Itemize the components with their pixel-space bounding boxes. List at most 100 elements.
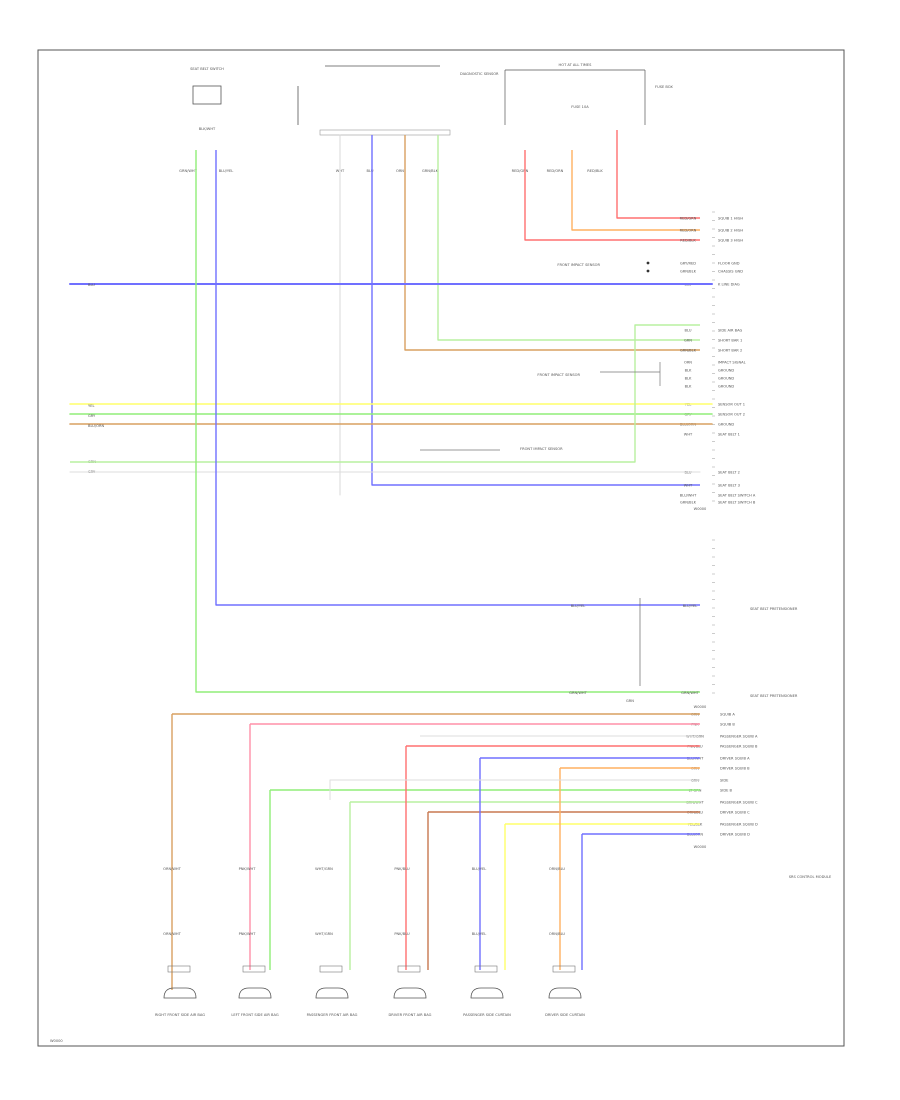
- connector-wire-label-3: RED/BLK: [680, 239, 696, 243]
- switch-wire-left-label: GRN/WHT: [179, 169, 197, 173]
- air-bag-module-3: [393, 987, 427, 999]
- air-bag-module-1: [238, 987, 272, 999]
- air-bag-module-2: [315, 987, 349, 999]
- fuse-label: FUSE 10A: [571, 105, 589, 109]
- wire-red-grn: [524, 150, 700, 241]
- connector-pin-label-3: SQUIB 3 HIGH: [718, 239, 743, 243]
- bus-pin-label-5: DRIVER SQUIB A: [720, 757, 750, 761]
- connector-pin-label-18: SEAT BELT 2: [718, 471, 740, 475]
- connector-wire-label-12: BLK: [685, 377, 692, 381]
- component-connector-0: [167, 965, 191, 973]
- component-name-3: DRIVER FRONT AIR BAG: [389, 1013, 432, 1017]
- ground-dot-1: [646, 261, 650, 265]
- connector-wire-label-7: BLU: [685, 329, 692, 333]
- component-mid-label-2: WHT/GRN: [315, 932, 333, 936]
- wire-blu-yel: [215, 150, 700, 606]
- component-top-label-1: PNK/WHT: [239, 867, 257, 871]
- component-name-0: RIGHT FRONT SIDE AIR BAG: [155, 1013, 205, 1017]
- blu-yel-mid-label: BLU/YEL: [571, 604, 586, 608]
- air-bag-module-5: [548, 987, 582, 999]
- connector-wire-label-11: BLK: [685, 369, 692, 373]
- bus-pin-label-4: PASSENGER SQUIB B: [720, 745, 758, 749]
- left-blu-label: BLU: [88, 283, 95, 287]
- bus-pin-label-8: SIDE B: [720, 789, 733, 793]
- fusebox-title: HOT AT ALL TIMES: [559, 63, 593, 67]
- connector-pin-label-20: SEAT BELT SWITCH A: [718, 494, 756, 498]
- bus-pin-label-7: SIDE: [720, 779, 729, 783]
- switch-pins-label: BLK/WHT: [199, 127, 216, 131]
- connector-pin-label-11: GROUND: [718, 369, 734, 373]
- right-wire-3-label: RED/BLK: [587, 169, 603, 173]
- connector-pin-label-1: SQUIB 1 HIGH: [718, 217, 743, 221]
- component-name-2: PASSENGER FRONT AIR BAG: [307, 1013, 358, 1017]
- bus-pin-label-2: SQUIB B: [720, 723, 735, 727]
- connector-pin-label-21: SEAT BELT SWITCH B: [718, 501, 756, 505]
- switch-wire-right-label: BLU/YEL: [219, 169, 234, 173]
- connector-pin-label-16: GROUND: [718, 423, 734, 427]
- wire-orn: [404, 135, 700, 351]
- connector-wire-label-4: GRY/RED: [680, 262, 696, 266]
- connector-ref-middle: W0000: [694, 705, 707, 709]
- component-top-label-2: WHT/GRN: [315, 867, 333, 871]
- module-connector: [319, 129, 451, 136]
- connector-wire-label-17: WHT: [684, 433, 693, 437]
- bus-pin-label-9: PASSENGER SQUIB C: [720, 801, 758, 805]
- connector-wire-label-13: BLK: [685, 385, 692, 389]
- connector-wire-label-1: RED/GRN: [680, 217, 697, 221]
- controller-label: SRS CONTROL MODULE: [789, 875, 832, 879]
- ground-dot-2: [646, 269, 650, 273]
- wire-grn-blk: [437, 135, 700, 341]
- footer-code: W0000: [50, 1039, 63, 1043]
- connector-pin-label-13: GROUND: [718, 385, 734, 389]
- component-top-label-5: ORN/BLU: [549, 867, 566, 871]
- grn-wht-right-label: GRN/WHT: [681, 691, 699, 695]
- left-label-3: BLU/ORN: [88, 424, 104, 428]
- connector-wire-label-10: ORN: [684, 361, 692, 365]
- wire-bus-11: [329, 779, 700, 800]
- connector-wire-label-20: BLU/WHT: [680, 494, 697, 498]
- connector-ref-upper: W0000: [694, 507, 707, 511]
- connector-wire-label-8: GRN: [684, 339, 692, 343]
- mid-wire-4-label: GRN/BLK: [422, 169, 439, 173]
- connector-ref-lower: W0000: [694, 845, 707, 849]
- connector-pin-label-14: SENSOR OUT 1: [718, 403, 745, 407]
- connector-pin-label-17: SEAT BELT 1: [718, 433, 740, 437]
- connector-pin-label-19: SEAT BELT 3: [718, 484, 740, 488]
- connector-pin-label-7: SIDE AIR BAG: [718, 329, 743, 333]
- bus-pin-label-1: SQUIB A: [720, 713, 735, 717]
- wire-blu: [371, 135, 700, 486]
- shield-label: GRN: [626, 699, 634, 703]
- mid-wire-2-label: BLU: [367, 169, 374, 173]
- module-title: DIAGNOSTIC SENSOR: [460, 72, 499, 76]
- connector-wire-label-19: WHT: [684, 484, 693, 488]
- component-connector-5: [552, 965, 576, 973]
- left-label-1: YEL: [88, 404, 94, 408]
- connector-pin-label-4: FLOOR GND: [718, 262, 740, 266]
- component-connector-1: [242, 965, 266, 973]
- component-mid-label-0: ORN/WHT: [163, 932, 181, 936]
- wire-red-orn: [571, 150, 700, 231]
- component-top-label-3: PNK/BLU: [394, 867, 410, 871]
- pretensioner-right-label-2: SEAT BELT PRETENSIONER: [750, 694, 798, 698]
- fusebox-label: FUSE BOX: [655, 85, 673, 89]
- connector-pin-label-5: CHASSIS GND: [718, 270, 743, 274]
- grn-wht-mid-label: GRN/WHT: [569, 691, 587, 695]
- connector-pin-label-6: K LINE DIAG: [718, 283, 740, 287]
- right-wire-1-label: RED/GRN: [512, 169, 529, 173]
- component-connector-4: [474, 965, 498, 973]
- front-sensor-label: FRONT IMPACT SENSOR: [537, 373, 580, 377]
- connector-pin-label-15: SENSOR OUT 2: [718, 413, 745, 417]
- connector-wire-label-9: GRN/BLK: [680, 349, 697, 353]
- component-mid-label-3: PNK/BLU: [394, 932, 410, 936]
- connector-pin-label-10: IMPACT SIGNAL: [718, 361, 746, 365]
- pretensioner-right-label: SEAT BELT PRETENSIONER: [750, 607, 798, 611]
- bus-pin-label-3: PASSENGER SQUIB A: [720, 735, 758, 739]
- connector-pin-label-8: SHORT BAR 1: [718, 339, 742, 343]
- component-connector-2: [319, 965, 343, 973]
- mid-wire-3-label: ORN: [396, 169, 404, 173]
- blu-yel-right-label: BLU/YEL: [683, 604, 698, 608]
- diagram-frame: [37, 49, 845, 1047]
- connector-pin-label-12: GROUND: [718, 377, 734, 381]
- connector-wire-label-5: GRN/BLK: [680, 270, 697, 274]
